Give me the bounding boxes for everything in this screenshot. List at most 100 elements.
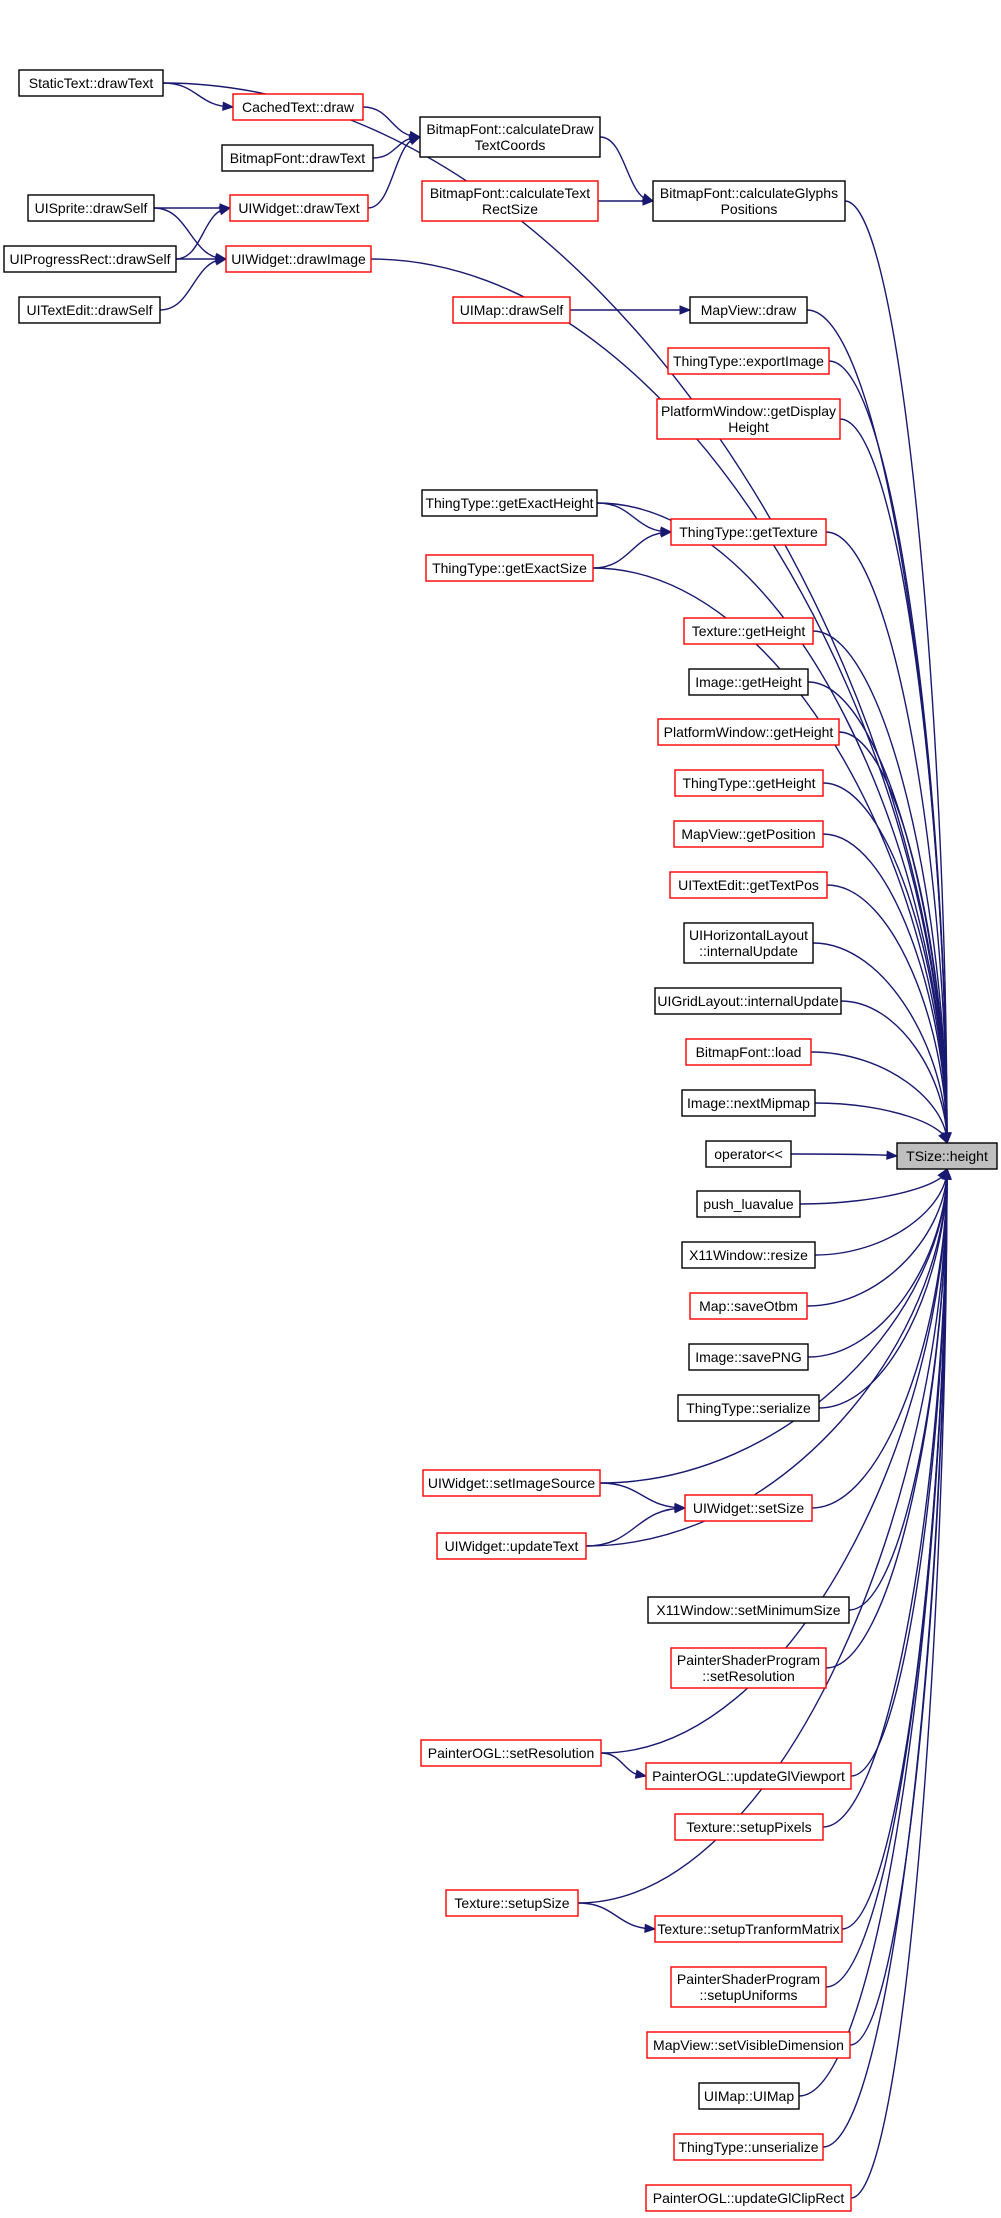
node-label: PainterShaderProgram [677, 1652, 820, 1668]
node-box [677, 1394, 820, 1422]
node-label: MapView::setVisibleDimension [653, 2037, 844, 2053]
edge-paintershaderprogram_setresolution-to-target [825, 1168, 948, 1669]
node-texture_setupsize[interactable]: Texture::setupSize [445, 1889, 579, 1917]
node-label: ::setupUniforms [699, 1987, 797, 2003]
node-image_getheight[interactable]: Image::getHeight [688, 668, 809, 696]
node-label: BitmapFont::load [696, 1044, 802, 1060]
edge-texture_setuppixels-to-target [822, 1168, 948, 1828]
node-box [3, 245, 177, 273]
node-cachedtext_draw[interactable]: CachedText::draw [232, 93, 364, 121]
node-platformwindow_getheight[interactable]: PlatformWindow::getHeight [657, 718, 840, 746]
node-uihorizontallayout_internalupdate[interactable]: UIHorizontalLayout::internalUpdate [683, 922, 814, 964]
node-bitmapfont_load[interactable]: BitmapFont::load [685, 1038, 812, 1066]
node-uiwidget_drawimage[interactable]: UIWidget::drawImage [225, 245, 372, 273]
node-texture_getheight[interactable]: Texture::getHeight [683, 617, 814, 645]
edge-uiwidget_drawimage-to-target [370, 258, 948, 1144]
edge-uiwidget_setimagesource-to-uiwidget_setsize [599, 1482, 686, 1509]
node-box [652, 180, 846, 222]
edge-uitextedit_gettextpos-to-target [826, 884, 948, 1144]
node-texture_setuppixels[interactable]: Texture::setupPixels [674, 1813, 824, 1841]
node-thingtype_unserialize[interactable]: ThingType::unserialize [673, 2133, 824, 2161]
node-target[interactable]: TSize::height [896, 1142, 998, 1170]
arrowhead [660, 528, 673, 538]
node-thingtype_gettexture[interactable]: ThingType::getTexture [670, 518, 827, 546]
node-box [425, 554, 594, 582]
node-mapview_draw[interactable]: MapView::draw [689, 296, 808, 324]
node-box [670, 518, 827, 546]
node-uigridlayout_internalupdate[interactable]: UIGridLayout::internalUpdate [654, 987, 842, 1015]
arrowhead [938, 1131, 948, 1145]
node-label: Image::nextMipmap [687, 1095, 810, 1111]
node-box [685, 1038, 812, 1066]
node-bitmapfont_drawtext[interactable]: BitmapFont::drawText [221, 144, 374, 172]
node-box [225, 245, 372, 273]
node-operator_shift[interactable]: operator<< [705, 1140, 792, 1168]
edge-bitmapfont_load-to-target [810, 1051, 948, 1144]
node-box [683, 922, 814, 964]
node-uitextedit_drawself[interactable]: UITextEdit::drawSelf [18, 296, 161, 324]
node-uiprogressrect_drawself[interactable]: UIProgressRect::drawSelf [3, 245, 177, 273]
node-box [452, 296, 571, 324]
edge-bitmapfont_calcdraw-to-bitmapfont_calcglyphs [599, 136, 654, 202]
node-uiwidget_setimagesource[interactable]: UIWidget::setImageSource [422, 1469, 601, 1497]
node-label: operator<< [714, 1146, 783, 1162]
node-box [419, 116, 601, 158]
node-uiwidget_setsize[interactable]: UIWidget::setSize [684, 1494, 813, 1522]
node-label: UITextEdit::drawSelf [26, 302, 152, 318]
edge-statictext_drawtext-to-target [162, 82, 948, 1144]
node-thingtype_getheight[interactable]: ThingType::getHeight [674, 769, 824, 797]
node-painterogl_updateglviewport[interactable]: PainterOGL::updateGlViewport [645, 1762, 852, 1790]
node-thingtype_serialize[interactable]: ThingType::serialize [677, 1394, 820, 1422]
node-uimap_uimap[interactable]: UIMap::UIMap [698, 2082, 800, 2110]
node-label: ::internalUpdate [699, 943, 798, 959]
node-box [688, 1343, 809, 1371]
node-label: PainterOGL::setResolution [428, 1745, 595, 1761]
node-image_nextmipmap[interactable]: Image::nextMipmap [681, 1089, 816, 1117]
node-image_savepng[interactable]: Image::savePNG [688, 1343, 809, 1371]
edge-platformwindow_getdisplayheight-to-target [839, 418, 948, 1144]
edge-thingtype_exportimage-to-target [828, 360, 948, 1144]
node-x11window_resize[interactable]: X11Window::resize [681, 1241, 816, 1269]
node-uimap_drawself[interactable]: UIMap::drawSelf [452, 296, 571, 324]
node-label: ThingType::exportImage [673, 353, 824, 369]
node-paintershaderprogram_setresolution[interactable]: PainterShaderProgram::setResolution [670, 1647, 827, 1689]
node-label: UIGridLayout::internalUpdate [657, 993, 839, 1009]
node-box [654, 1915, 843, 1943]
node-uitextedit_gettextpos[interactable]: UITextEdit::getTextPos [669, 871, 828, 899]
node-painterogl_updateglcliprect[interactable]: PainterOGL::updateGlClipRect [645, 2184, 852, 2212]
node-label: ThingType::serialize [686, 1400, 811, 1416]
node-label: BitmapFont::drawText [230, 150, 365, 166]
node-mapview_getposition[interactable]: MapView::getPosition [673, 820, 824, 848]
node-thingtype_exportimage[interactable]: ThingType::exportImage [667, 347, 830, 375]
node-map_saveotbm[interactable]: Map::saveOtbm [689, 1292, 808, 1320]
node-box [656, 398, 841, 440]
node-label: BitmapFont::calculateGlyphs [660, 185, 838, 201]
node-label: UISprite::drawSelf [35, 200, 148, 216]
node-statictext_drawtext[interactable]: StaticText::drawText [18, 69, 164, 97]
node-uiwidget_drawtext[interactable]: UIWidget::drawText [229, 194, 369, 222]
node-thingtype_getexactheight[interactable]: ThingType::getExactHeight [421, 489, 598, 517]
node-painterogl_setresolution[interactable]: PainterOGL::setResolution [420, 1739, 602, 1767]
node-push_luavalue[interactable]: push_luavalue [696, 1190, 801, 1218]
node-label: UITextEdit::getTextPos [678, 877, 819, 893]
edge-thingtype_gettexture-to-target [825, 531, 948, 1144]
node-uisprite_drawself[interactable]: UISprite::drawSelf [27, 194, 155, 222]
node-mapview_setvisibledimension[interactable]: MapView::setVisibleDimension [646, 2031, 851, 2059]
node-uiwidget_updatetext[interactable]: UIWidget::updateText [436, 1532, 587, 1560]
node-box [673, 2133, 824, 2161]
node-texture_setuptranformmatrix[interactable]: Texture::setupTranformMatrix [654, 1915, 843, 1943]
node-label: UIWidget::updateText [445, 1538, 579, 1554]
node-paintershaderprogram_setupuniforms[interactable]: PainterShaderProgram::setupUniforms [670, 1966, 827, 2008]
node-box [657, 718, 840, 746]
node-thingtype_getexactsize[interactable]: ThingType::getExactSize [425, 554, 594, 582]
node-box [421, 489, 598, 517]
edge-uihorizontallayout_internalupdate-to-target [812, 942, 948, 1144]
node-box [645, 1762, 852, 1790]
node-box [669, 871, 828, 899]
node-label: UIWidget::setImageSource [428, 1475, 596, 1491]
node-x11window_setminimumsize[interactable]: X11Window::setMinimumSize [647, 1596, 850, 1624]
